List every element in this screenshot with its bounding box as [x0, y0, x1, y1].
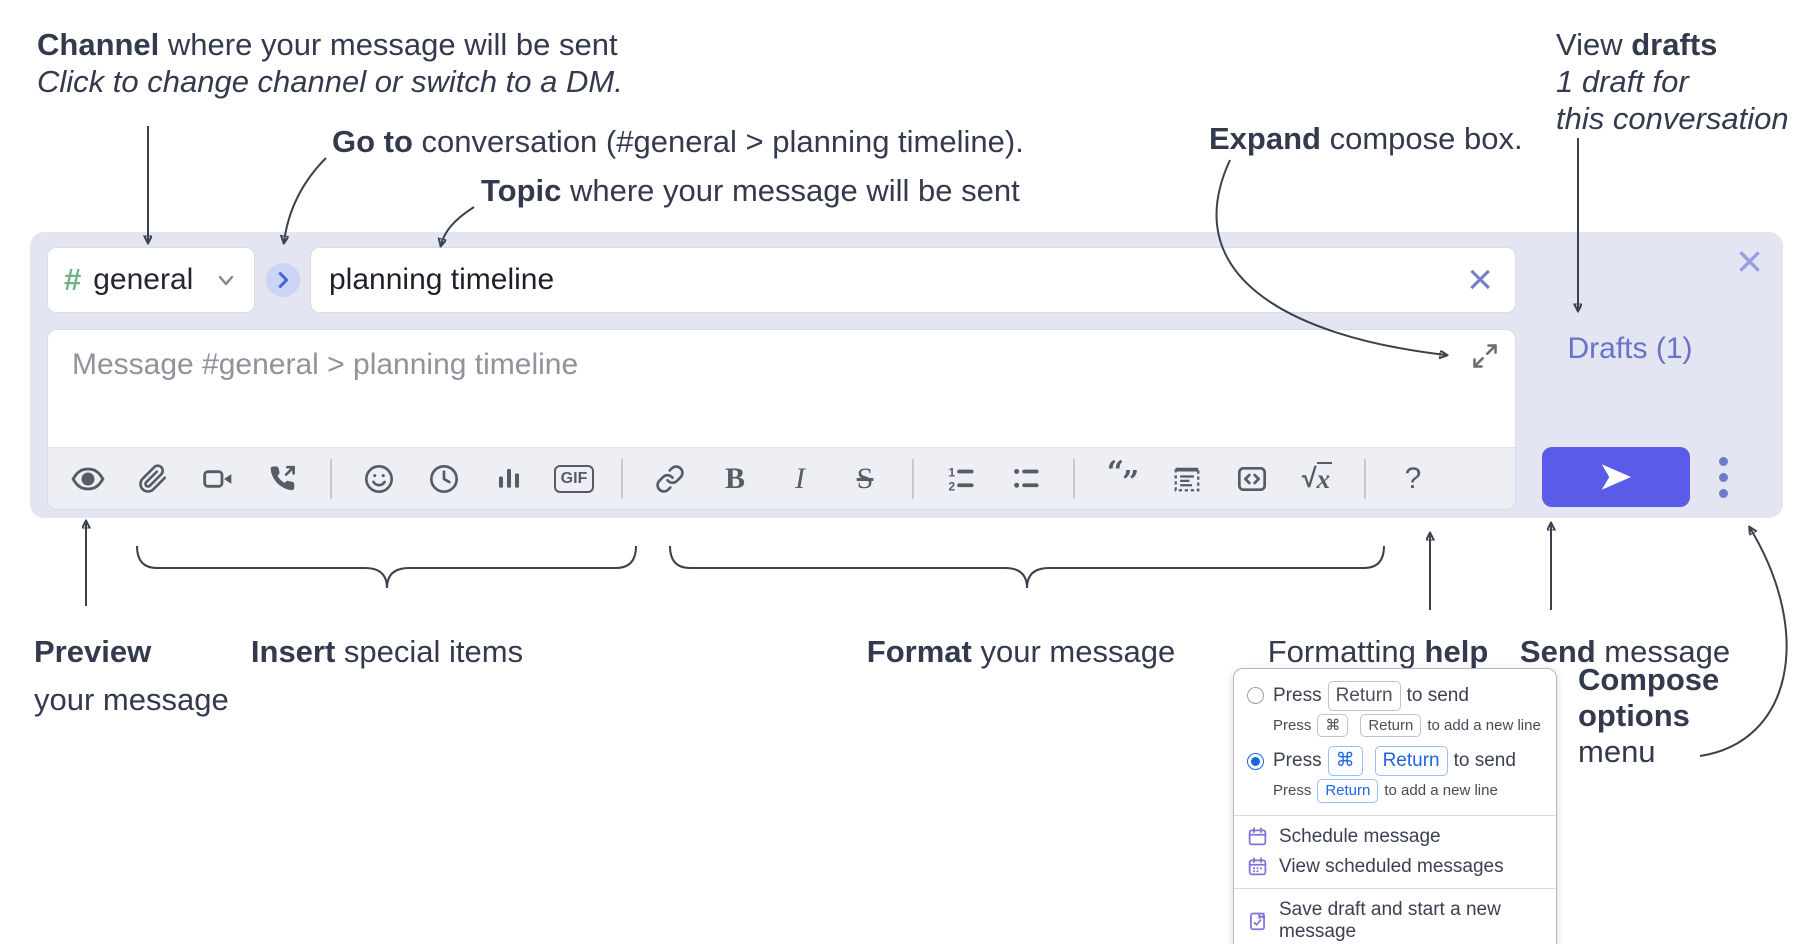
compose-box: # general planning timeline × × Message …: [30, 232, 1783, 518]
gif-icon[interactable]: GIF: [553, 457, 595, 501]
annotation-topic: Topic where your message will be sent: [481, 173, 1020, 208]
schedule-time-icon[interactable]: [426, 457, 462, 501]
brace-format: [669, 545, 1385, 589]
svg-text:1: 1: [949, 465, 956, 479]
toolbar-divider: [621, 458, 623, 499]
send-plane-icon: [1598, 459, 1634, 495]
math-icon[interactable]: √x: [1301, 462, 1333, 494]
channel-name: general: [93, 263, 194, 296]
label-insert: Insert special items: [250, 634, 524, 669]
radio-unselected[interactable]: [1247, 687, 1264, 705]
spoiler-icon[interactable]: [1169, 457, 1205, 501]
link-icon[interactable]: [652, 457, 688, 501]
channel-hash-icon: #: [64, 262, 82, 297]
preview-icon[interactable]: [70, 457, 106, 501]
topic-input[interactable]: planning timeline ×: [310, 247, 1516, 313]
strikethrough-icon[interactable]: S: [856, 461, 874, 495]
toolbar-divider: [912, 458, 914, 499]
save-draft-icon: [1247, 910, 1268, 931]
calendar-dates-icon: [1247, 856, 1268, 877]
formatting-help-icon[interactable]: ?: [1404, 461, 1422, 495]
compose-toolbar: GIF B I S 1 2: [48, 447, 1515, 509]
channel-selector[interactable]: # general: [47, 247, 255, 313]
calendar-icon: [1247, 826, 1268, 847]
label-formatting-help: Formatting help: [1267, 634, 1489, 669]
numbered-list-icon[interactable]: 1 2: [943, 457, 979, 501]
send-button[interactable]: [1542, 447, 1690, 507]
toolbar-divider: [1364, 458, 1366, 499]
quote-icon[interactable]: “”: [1106, 455, 1140, 500]
radio-selected[interactable]: [1247, 752, 1264, 770]
toolbar-divider: [1073, 458, 1075, 499]
arrow-goto: [284, 157, 327, 242]
italic-icon[interactable]: I: [795, 461, 805, 495]
chevron-right-icon: [272, 269, 294, 291]
menu-divider: [1234, 814, 1556, 816]
menu-item-schedule-message[interactable]: Schedule message: [1234, 822, 1556, 852]
audio-call-icon[interactable]: [265, 457, 301, 501]
drafts-link[interactable]: Drafts (1): [1567, 332, 1693, 365]
ellipsis-dot: [1718, 488, 1728, 498]
poll-icon[interactable]: [491, 457, 527, 501]
menu-item-save-draft[interactable]: Save draft and start a new message: [1234, 895, 1556, 944]
emoji-icon[interactable]: [361, 457, 397, 501]
close-compose-icon[interactable]: ×: [1736, 235, 1763, 287]
svg-text:2: 2: [949, 479, 956, 493]
topic-value: planning timeline: [329, 263, 555, 296]
goto-conversation-button[interactable]: [266, 263, 300, 297]
annotation-view-drafts: View drafts 1 draft for this conversatio…: [1556, 27, 1789, 136]
ellipsis-dot: [1718, 456, 1728, 466]
label-format: Format your message: [866, 634, 1176, 669]
message-placeholder: Message #general > planning timeline: [72, 348, 579, 381]
clear-topic-icon[interactable]: ×: [1467, 255, 1493, 304]
message-area[interactable]: Message #general > planning timeline: [47, 329, 1516, 510]
expand-compose-icon[interactable]: [1471, 342, 1499, 370]
annotation-expand: Expand compose box.: [1209, 121, 1523, 156]
compose-options-button[interactable]: [1708, 449, 1738, 505]
chevron-down-icon: [214, 268, 238, 292]
menu-item-view-scheduled[interactable]: View scheduled messages: [1234, 852, 1556, 882]
ellipsis-dot: [1718, 472, 1728, 482]
label-compose-options: Compose options menu: [1578, 662, 1720, 769]
annotation-goto: Go to conversation (#general > planning …: [332, 124, 1024, 159]
toolbar-divider: [330, 458, 332, 499]
bulleted-list-icon[interactable]: [1008, 457, 1044, 501]
video-call-icon[interactable]: [200, 457, 236, 501]
code-icon[interactable]: [1234, 457, 1270, 501]
attach-file-icon[interactable]: [135, 457, 171, 501]
bold-icon[interactable]: B: [724, 461, 745, 495]
menu-divider: [1234, 887, 1556, 889]
brace-insert: [136, 545, 637, 589]
annotation-channel: Channel where your message will be sent …: [37, 27, 623, 99]
